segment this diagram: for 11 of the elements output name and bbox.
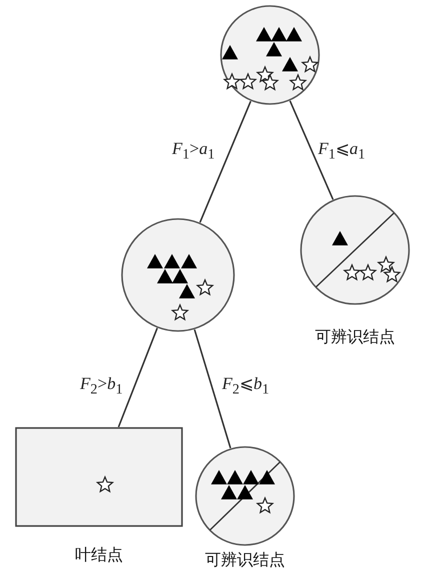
node-caption: 叶结点 xyxy=(75,545,123,566)
edge-label: F$_{1}$⩽a$_{1}$ xyxy=(318,140,366,162)
edge-label: F$_{2}$⩽b$_{1}$ xyxy=(222,375,270,397)
connector-line xyxy=(118,328,158,428)
connector-line xyxy=(289,100,334,200)
connector-line xyxy=(194,329,232,448)
connector-line xyxy=(199,100,252,223)
node-caption: 可辨识结点 xyxy=(205,550,285,571)
node-caption: 可辨识结点 xyxy=(315,327,395,348)
edge-label: F$_{2}$>b$_{1}$ xyxy=(80,375,123,397)
edge-label: F$_{1}$>a$_{1}$ xyxy=(172,140,215,162)
